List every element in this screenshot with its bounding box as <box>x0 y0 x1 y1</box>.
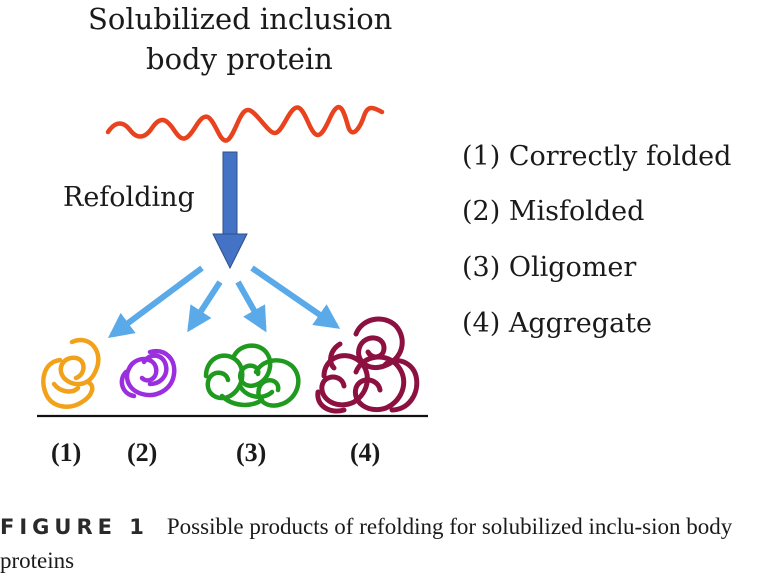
main-arrow-down <box>212 151 248 270</box>
product-label-1: (1) <box>51 438 82 467</box>
figure-title-line2: body protein <box>146 42 333 76</box>
product-label-2: (2) <box>127 438 158 467</box>
correctly-folded-protein <box>41 337 101 409</box>
legend-item-misfolded: (2) Misfolded <box>462 196 645 227</box>
oligomer-protein <box>203 343 301 408</box>
unfolded-chain <box>105 104 385 143</box>
figure-caption-label: FIGURE 1 <box>0 515 149 539</box>
legend-item-oligomer: (3) Oligomer <box>462 252 637 283</box>
refolding-diagram <box>37 104 428 418</box>
branch-arrow-2 <box>187 280 223 333</box>
branch-arrow-4 <box>250 265 341 329</box>
branch-arrow-1 <box>107 265 204 339</box>
branch-arrow-3 <box>235 280 267 333</box>
aggregate-protein <box>315 316 420 414</box>
refolding-label: Refolding <box>63 182 195 213</box>
misfolded-protein <box>119 348 177 399</box>
legend-item-correctly-folded: (1) Correctly folded <box>462 141 732 172</box>
figure-caption-text: Possible products of refolding for solub… <box>0 514 733 573</box>
legend-item-aggregate: (4) Aggregate <box>462 308 652 339</box>
product-label-4: (4) <box>350 438 381 467</box>
product-label-3: (3) <box>236 438 267 467</box>
figure-title-line1: Solubilized inclusion <box>88 2 393 36</box>
